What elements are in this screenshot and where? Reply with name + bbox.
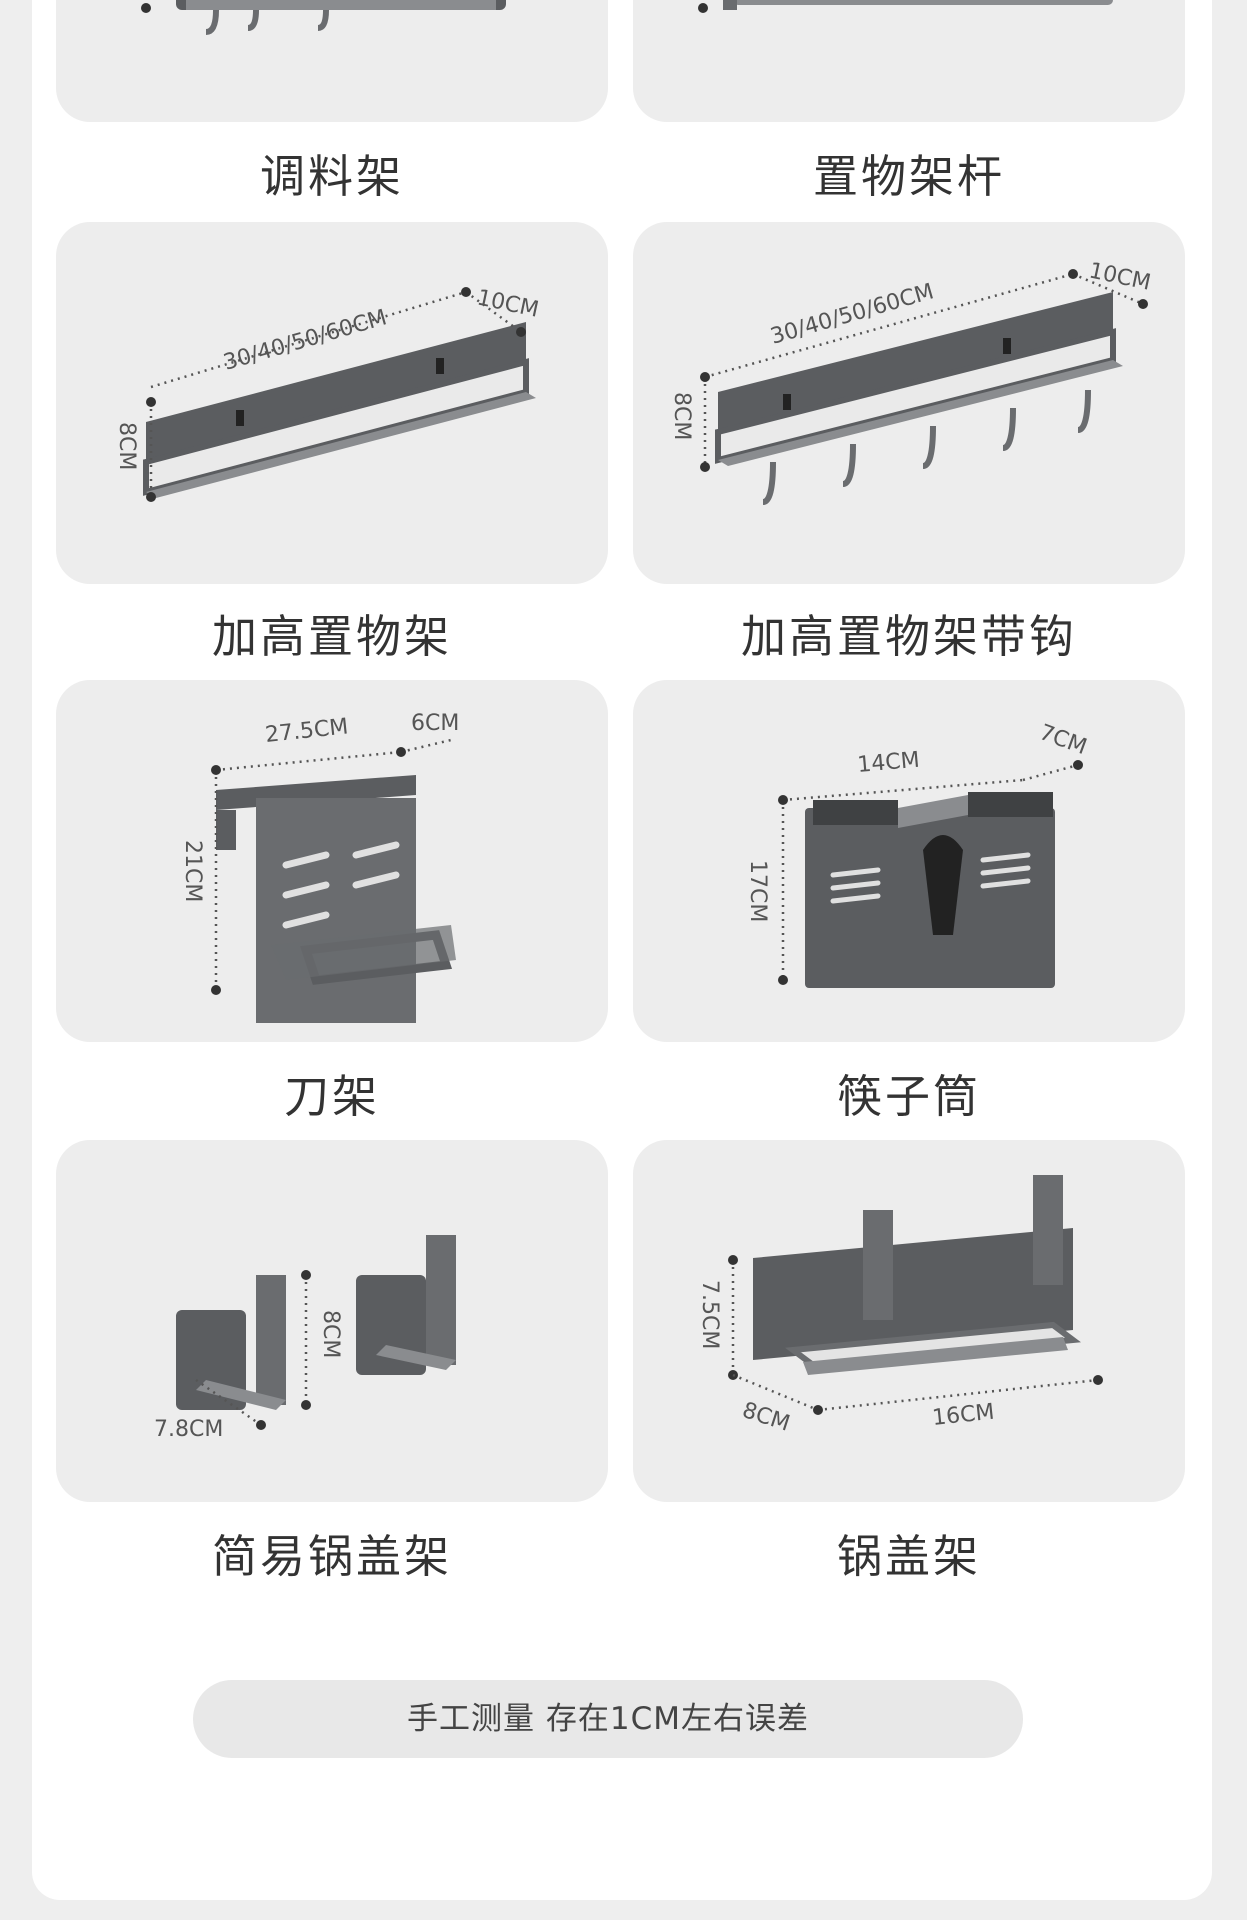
dim-width: 27.5CM [264,714,349,748]
chopstick-holder-illustration: 14CM 7CM 17CM [745,720,1090,988]
dim-height: 8CM [669,392,694,440]
spice-rack-illustration [141,0,506,35]
dim-width: 16CM [931,1400,996,1431]
item-caption: 加高置物架 [211,610,452,663]
rack-rod-illustration [698,0,1113,13]
simple-lid-rack-illustration: 8CM 7.8CM [154,1235,456,1442]
dim-height: 21CM [180,840,205,902]
measurement-note: 手工测量 存在1CM左右误差 [193,1680,1023,1758]
dim-depth: 7CM [1036,720,1090,760]
dim-depth: 6CM [411,711,459,736]
dim-depth: 8CM [739,1398,793,1437]
product-card-spice-rack [56,0,608,122]
item-caption: 置物架杆 [812,150,1005,203]
dim-height: 17CM [745,860,770,922]
lid-rack-illustration: 7.5CM 8CM 16CM [697,1175,1103,1437]
item-caption: 刀架 [283,1070,380,1123]
knife-holder-illustration: 27.5CM 6CM 21CM [180,711,459,1023]
dim-width: 14CM [856,748,920,778]
dim-width: 7.8CM [154,1417,223,1442]
page-sheet: 调料架 置物架杆 30/40/50/60CM 10CM 8CM [32,0,1212,1900]
raised-shelf-hooks-illustration: 30/40/50/60CM 10CM 8CM [669,258,1153,505]
product-card-rack-rod [633,0,1185,122]
item-caption: 调料架 [259,150,404,203]
item-caption: 简易锅盖架 [211,1530,452,1583]
product-card-knife-holder: 27.5CM 6CM 21CM [56,680,608,1042]
product-card-simple-lid-rack: 8CM 7.8CM [56,1140,608,1502]
dim-depth: 10CM [475,285,541,322]
raised-shelf-illustration: 30/40/50/60CM 10CM 8CM [114,285,541,502]
item-caption: 锅盖架 [836,1530,981,1583]
product-card-chopstick-holder: 14CM 7CM 17CM [633,680,1185,1042]
dim-width: 30/40/50/60CM [768,279,937,349]
dim-depth: 10CM [1087,258,1153,295]
product-card-raised-shelf: 30/40/50/60CM 10CM 8CM [56,222,608,584]
product-card-raised-shelf-hooks: 30/40/50/60CM 10CM 8CM [633,222,1185,584]
dim-height: 8CM [114,422,139,470]
product-card-lid-rack: 7.5CM 8CM 16CM [633,1140,1185,1502]
dim-height: 7.5CM [697,1280,722,1349]
item-caption: 筷子筒 [836,1070,981,1123]
item-caption: 加高置物架带钩 [740,610,1077,663]
dim-height: 8CM [318,1310,343,1358]
